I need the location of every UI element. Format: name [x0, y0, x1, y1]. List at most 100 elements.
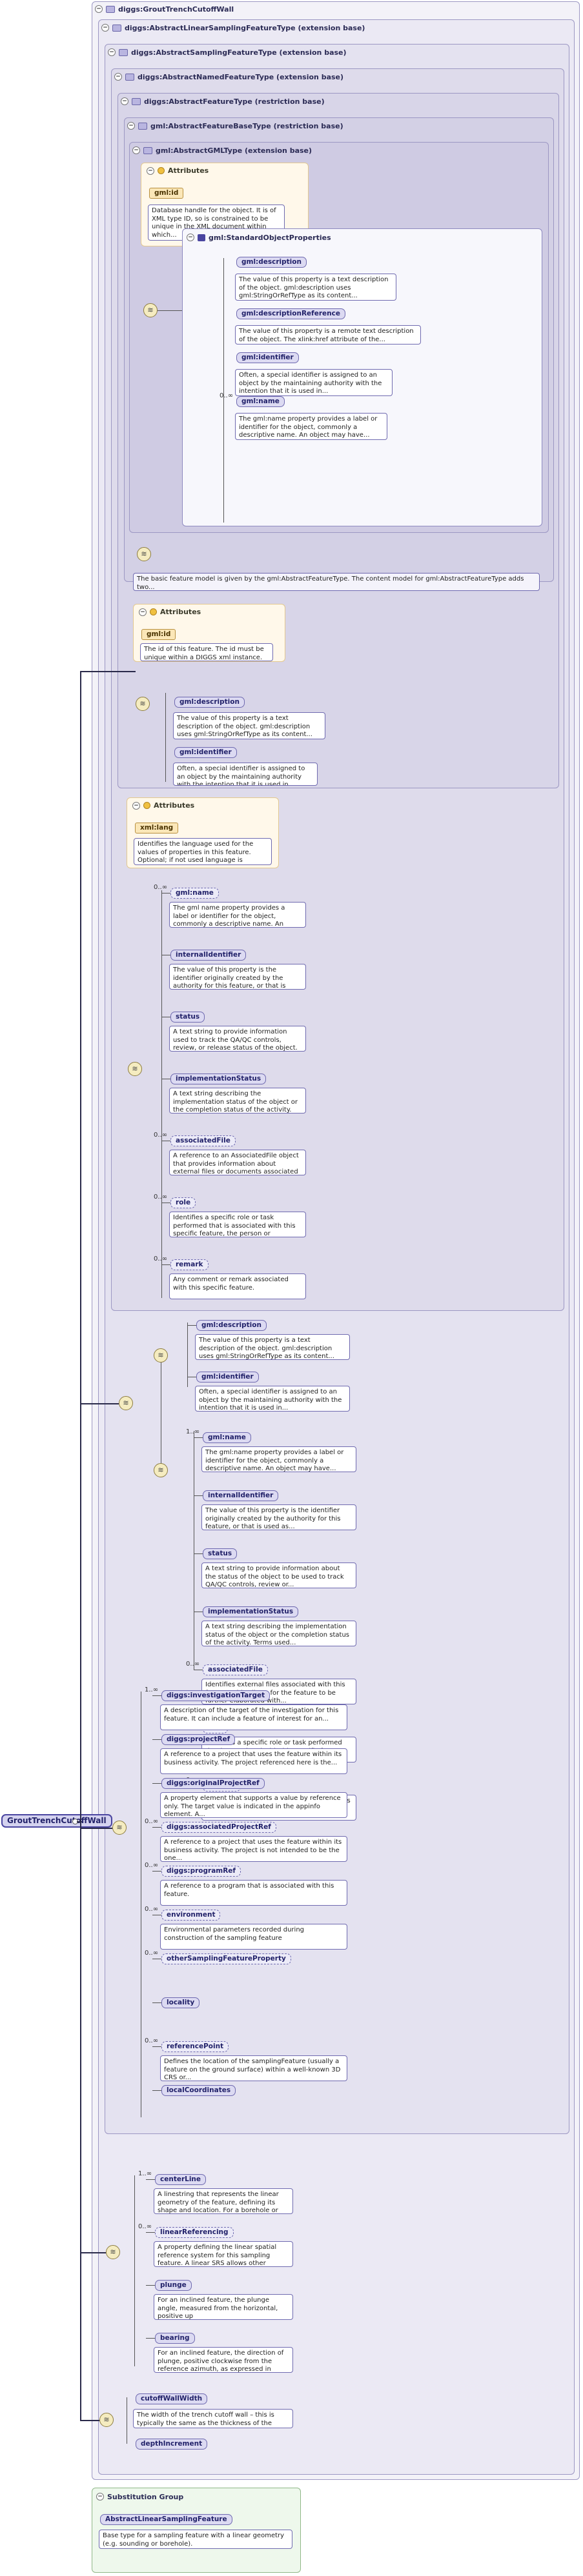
sampling-feature-desc: Defines the location of the samplingFeat…: [160, 2055, 347, 2081]
named-feature-element[interactable]: role: [170, 1197, 196, 1208]
collapse-toggle-icon[interactable]: −: [127, 122, 135, 130]
multiplicity-label: 0..∞: [154, 1193, 168, 1201]
xml-lang-attribute[interactable]: xml:lang: [135, 823, 179, 834]
std-prop-gml-description[interactable]: gml:description: [236, 257, 307, 268]
diggs-feature-gml-description[interactable]: gml:description: [174, 697, 245, 708]
sampling-group2-element[interactable]: implementationStatus: [203, 1606, 299, 1617]
collapse-toggle-icon[interactable]: −: [139, 608, 147, 616]
sampling-feature-element[interactable]: diggs:investigationTarget: [161, 1690, 271, 1701]
diggs-gml-id-attribute[interactable]: gml:id: [141, 629, 176, 640]
level-header-feature-base[interactable]: − gml:AbstractFeatureBaseType (restricti…: [127, 120, 343, 132]
std-prop-gml-name-desc: The gml:name property provides a label o…: [235, 413, 387, 440]
collapse-toggle-icon[interactable]: −: [101, 24, 109, 32]
sampling-group2-desc: The gml:name property provides a label o…: [201, 1446, 356, 1472]
named-feature-desc: A text string describing the implementat…: [169, 1088, 306, 1113]
collapse-toggle-icon[interactable]: −: [121, 97, 128, 105]
collapse-toggle-icon[interactable]: −: [96, 2493, 104, 2501]
sampling-group2-desc: A text string to provide information abo…: [201, 1563, 356, 1588]
std-prop-gml-identifier[interactable]: gml:identifier: [236, 352, 299, 363]
named-feature-element[interactable]: gml:name: [170, 888, 219, 899]
sampling-feature-element[interactable]: referencePoint: [161, 2041, 229, 2052]
sampling-group2-element[interactable]: associatedFile: [203, 1664, 268, 1675]
sampling-feature-element[interactable]: diggs:projectRef: [161, 1734, 236, 1745]
substitution-group-header[interactable]: − Substitution Group: [96, 2491, 183, 2502]
linear-feature-element[interactable]: bearing: [155, 2333, 195, 2344]
linear-feature-desc: For an inclined feature, the plunge angl…: [154, 2294, 293, 2320]
sampling-feature-element[interactable]: environment: [161, 1910, 221, 1921]
multiplicity-label: 1..∞: [186, 1428, 200, 1435]
multiplicity-label: 0..∞: [220, 392, 234, 399]
std-prop-gml-name[interactable]: gml:name: [236, 396, 285, 407]
named-feature-element[interactable]: remark: [170, 1259, 209, 1270]
sampling-feature-element[interactable]: otherSamplingFeatureProperty: [161, 1953, 291, 1964]
sampling-feature-element[interactable]: locality: [161, 1997, 200, 2008]
substitution-group-box: − Substitution Group AbstractLinearSampl…: [92, 2488, 301, 2573]
collapse-toggle-icon[interactable]: −: [114, 73, 122, 81]
sampling-feature-desc: A description of the target of the inves…: [160, 1704, 347, 1730]
level-header-sampling[interactable]: − diggs:AbstractSamplingFeatureType (ext…: [108, 46, 347, 58]
diggs-feature-gml-identifier[interactable]: gml:identifier: [174, 747, 237, 758]
depth-increment-element[interactable]: depthIncrement: [136, 2439, 208, 2450]
collapse-toggle-icon[interactable]: −: [187, 234, 194, 241]
multiplicity-label: 0..∞: [145, 1950, 159, 1957]
sampling-group1-element[interactable]: gml:description: [196, 1320, 267, 1331]
sampling-feature-element[interactable]: localCoordinates: [161, 2085, 236, 2096]
sampling-feature-element[interactable]: diggs:programRef: [161, 1866, 241, 1877]
sequence-compositor-icon[interactable]: ≋: [106, 2245, 120, 2259]
named-feature-desc: A text string to provide information use…: [169, 1026, 306, 1052]
std-prop-gml-descriptionreference[interactable]: gml:descriptionReference: [236, 308, 345, 319]
standard-object-properties-header[interactable]: − gml:StandardObjectProperties: [187, 232, 331, 243]
linear-feature-element[interactable]: linearReferencing: [155, 2227, 234, 2238]
multiplicity-label: 0..∞: [186, 1661, 200, 1668]
level-header-linear[interactable]: − diggs:AbstractLinearSamplingFeatureTyp…: [101, 22, 365, 34]
sequence-compositor-icon[interactable]: ≋: [137, 547, 151, 561]
sequence-compositor-icon[interactable]: ≋: [99, 2413, 114, 2427]
named-feature-element[interactable]: implementationStatus: [170, 1073, 267, 1084]
cutoff-wall-width-element[interactable]: cutoffWallWidth: [136, 2393, 208, 2404]
named-feature-attributes-box: − Attributes xml:lang Identifies the lan…: [127, 797, 279, 868]
outer-type-header[interactable]: − diggs:GroutTrenchCutoffWall: [95, 3, 234, 15]
collapse-toggle-icon[interactable]: −: [108, 48, 116, 56]
sequence-compositor-icon[interactable]: ≋: [136, 697, 150, 711]
linear-feature-desc: A linestring that represents the linear …: [154, 2188, 293, 2214]
sequence-compositor-icon[interactable]: ≋: [112, 1821, 127, 1835]
linear-feature-element[interactable]: plunge: [155, 2280, 192, 2291]
sequence-compositor-icon[interactable]: ≋: [143, 303, 158, 317]
named-feature-desc: Any comment or remark associated with th…: [169, 1273, 306, 1299]
sampling-group2-element[interactable]: status: [203, 1548, 238, 1559]
attributes-header[interactable]: − Attributes: [132, 801, 194, 810]
choice-compositor-icon[interactable]: ≋: [154, 1348, 168, 1363]
sampling-feature-element[interactable]: diggs:originalProjectRef: [161, 1778, 265, 1789]
named-feature-desc: The value of this property is the identi…: [169, 964, 306, 990]
linear-feature-element[interactable]: centerLine: [155, 2174, 207, 2185]
diggs-feature-attributes-box: − Attributes gml:id The id of this featu…: [133, 604, 285, 662]
collapse-toggle-icon[interactable]: −: [132, 801, 140, 810]
named-feature-element[interactable]: status: [170, 1012, 205, 1023]
multiplicity-label: 1..∞: [145, 1686, 159, 1693]
sequence-compositor-icon[interactable]: ≋: [128, 1062, 142, 1076]
sequence-compositor-icon[interactable]: ≋: [154, 1463, 168, 1477]
collapse-toggle-icon[interactable]: −: [132, 146, 140, 154]
gml-id-attribute[interactable]: gml:id: [149, 188, 184, 199]
sampling-feature-element[interactable]: diggs:associatedProjectRef: [161, 1822, 276, 1833]
substitution-group-item[interactable]: AbstractLinearSamplingFeature: [100, 2514, 232, 2525]
root-element[interactable]: GroutTrenchCutoffWall: [1, 1814, 112, 1828]
collapse-toggle-icon[interactable]: −: [95, 5, 103, 13]
collapse-toggle-icon[interactable]: −: [147, 166, 154, 175]
sampling-group2-element[interactable]: gml:name: [203, 1432, 251, 1443]
level-header-named[interactable]: − diggs:AbstractNamedFeatureType (extens…: [114, 71, 343, 83]
multiplicity-label: 0..∞: [154, 1255, 168, 1263]
sampling-group2-element[interactable]: internalIdentifier: [203, 1490, 279, 1501]
complex-type-icon: [132, 97, 141, 105]
level-header-diggs-feature[interactable]: − diggs:AbstractFeatureType (restriction…: [121, 95, 325, 107]
attributes-icon: [150, 608, 157, 615]
feature-base-note: The basic feature model is given by the …: [133, 573, 540, 591]
named-feature-element[interactable]: associatedFile: [170, 1135, 236, 1146]
attributes-header[interactable]: − Attributes: [139, 608, 201, 616]
sequence-compositor-icon[interactable]: ≋: [119, 1396, 133, 1410]
sampling-group1-element[interactable]: gml:identifier: [196, 1372, 259, 1383]
named-feature-element[interactable]: internalIdentifier: [170, 950, 247, 961]
attributes-header[interactable]: − Attributes: [147, 166, 209, 175]
level-header-gml-type[interactable]: − gml:AbstractGMLType (extension base): [132, 145, 312, 156]
std-prop-gml-descriptionreference-desc: The value of this property is a remote t…: [235, 325, 421, 344]
